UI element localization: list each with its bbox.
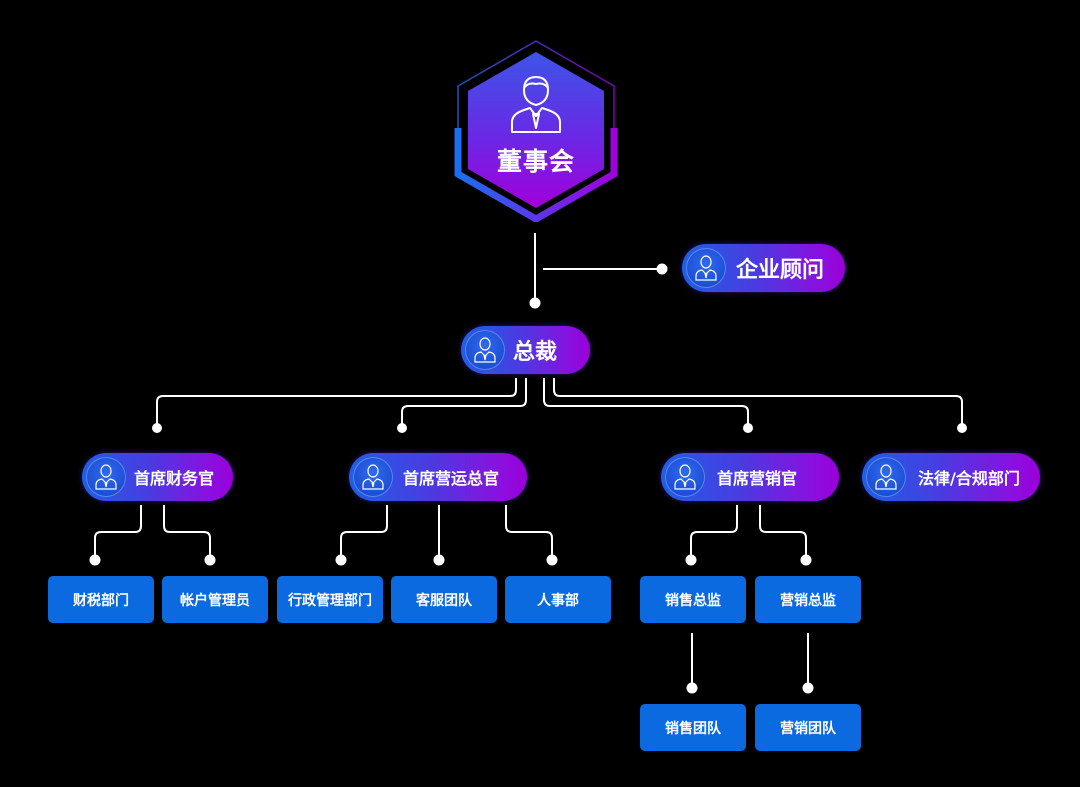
- connector-ceo-cfo: [156, 378, 517, 428]
- connector-dot: [204, 554, 216, 566]
- connector-coo-dept1: [340, 505, 388, 560]
- connector-dot: [800, 554, 812, 566]
- team-box[interactable]: 营销团队: [755, 704, 861, 751]
- connector-ceo-coo: [401, 378, 527, 428]
- connector-dot: [397, 423, 407, 433]
- person-icon: [511, 76, 561, 133]
- connector-dot: [529, 297, 541, 309]
- connector-dot: [335, 554, 347, 566]
- dept-box[interactable]: 行政管理部门: [277, 576, 383, 623]
- root-node-board[interactable]: 董事会: [453, 38, 619, 224]
- dept-box[interactable]: 销售总监: [640, 576, 746, 623]
- exec-label: 首席财务官: [134, 469, 215, 488]
- connector-cfo-dept2: [163, 505, 211, 560]
- advisor-node[interactable]: 企业顾问: [682, 244, 845, 292]
- connector-cmo-dept1: [690, 505, 738, 560]
- connector-ceo-legal: [553, 378, 963, 428]
- person-icon: [353, 457, 393, 497]
- connector-dot: [686, 682, 698, 694]
- connector-dot: [743, 423, 753, 433]
- connector-dot: [802, 682, 814, 694]
- connector-dot: [152, 423, 162, 433]
- exec-node-cfo[interactable]: 首席财务官: [82, 453, 233, 501]
- dept-box[interactable]: 客服团队: [391, 576, 497, 623]
- advisor-label: 企业顾问: [736, 258, 825, 283]
- connector-dot: [89, 554, 101, 566]
- person-icon: [866, 457, 906, 497]
- exec-node-coo[interactable]: 首席营运总官: [349, 453, 527, 501]
- exec-node-cmo[interactable]: 首席营销官: [661, 453, 839, 501]
- person-icon: [465, 330, 505, 370]
- connector-dot: [656, 263, 668, 275]
- connector-dot: [546, 554, 558, 566]
- dept-box[interactable]: 营销总监: [755, 576, 861, 623]
- connector-cmo-dept2: [759, 505, 807, 560]
- hexagon-badge: [454, 40, 618, 224]
- exec-label: 首席营运总官: [403, 469, 500, 488]
- connector-dot: [685, 554, 697, 566]
- ceo-label: 总裁: [513, 340, 558, 365]
- ceo-node[interactable]: 总裁: [461, 326, 590, 374]
- exec-node-legal[interactable]: 法律/合规部门: [862, 453, 1040, 501]
- team-box[interactable]: 销售团队: [640, 704, 746, 751]
- connector-cfo-dept1: [94, 505, 142, 560]
- dept-box[interactable]: 财税部门: [48, 576, 154, 623]
- person-icon: [86, 457, 126, 497]
- person-icon: [686, 248, 726, 288]
- exec-label: 首席营销官: [717, 469, 798, 488]
- connector-dot: [433, 554, 445, 566]
- root-label: 董事会: [496, 147, 575, 176]
- exec-label: 法律/合规部门: [918, 469, 1020, 488]
- dept-box[interactable]: 帐户管理员: [162, 576, 268, 623]
- connector-ceo-cmo: [543, 378, 749, 428]
- person-icon: [665, 457, 705, 497]
- connector-coo-dept3: [505, 505, 553, 560]
- connector-dot: [957, 423, 967, 433]
- dept-box[interactable]: 人事部: [505, 576, 611, 623]
